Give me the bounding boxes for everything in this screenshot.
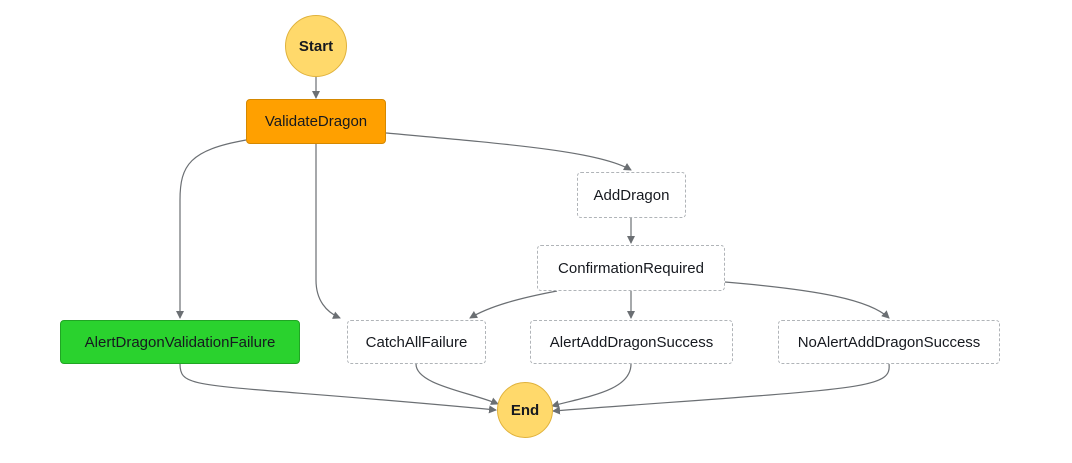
edge-confirmation-to-no-alert-success xyxy=(724,281,890,319)
edge-confirmation-to-catch-all xyxy=(469,290,558,319)
state-catch-all-failure-label: CatchAllFailure xyxy=(365,333,468,351)
state-no-alert-add-dragon-success[interactable]: NoAlertAddDragonSuccess xyxy=(778,320,1000,364)
end-node-label: End xyxy=(510,401,540,419)
state-alert-dragon-validation-failure-label: AlertDragonValidationFailure xyxy=(84,333,276,351)
state-validate-dragon[interactable]: ValidateDragon xyxy=(246,99,386,144)
edge-alert-success-to-end xyxy=(551,363,632,409)
edge-alert-failure-to-end xyxy=(179,363,497,414)
edge-validate-to-add-dragon xyxy=(385,132,632,171)
state-alert-add-dragon-success-label: AlertAddDragonSuccess xyxy=(549,333,714,351)
state-alert-add-dragon-success[interactable]: AlertAddDragonSuccess xyxy=(530,320,733,364)
edge-no-alert-success-to-end xyxy=(552,363,890,415)
edge-validate-to-alert-failure xyxy=(176,139,247,319)
state-catch-all-failure[interactable]: CatchAllFailure xyxy=(347,320,486,364)
edge-catch-all-to-end xyxy=(415,363,499,405)
end-node[interactable]: End xyxy=(497,382,553,438)
state-confirmation-required-label: ConfirmationRequired xyxy=(558,259,704,277)
state-add-dragon-label: AddDragon xyxy=(593,186,670,204)
edge-validate-to-catch-all xyxy=(315,144,341,319)
state-alert-dragon-validation-failure[interactable]: AlertDragonValidationFailure xyxy=(60,320,300,364)
state-validate-dragon-label: ValidateDragon xyxy=(264,113,368,130)
state-confirmation-required[interactable]: ConfirmationRequired xyxy=(537,245,725,291)
state-add-dragon[interactable]: AddDragon xyxy=(577,172,686,218)
state-no-alert-add-dragon-success-label: NoAlertAddDragonSuccess xyxy=(797,333,981,351)
start-node[interactable]: Start xyxy=(285,15,347,77)
start-node-label: Start xyxy=(298,37,334,55)
